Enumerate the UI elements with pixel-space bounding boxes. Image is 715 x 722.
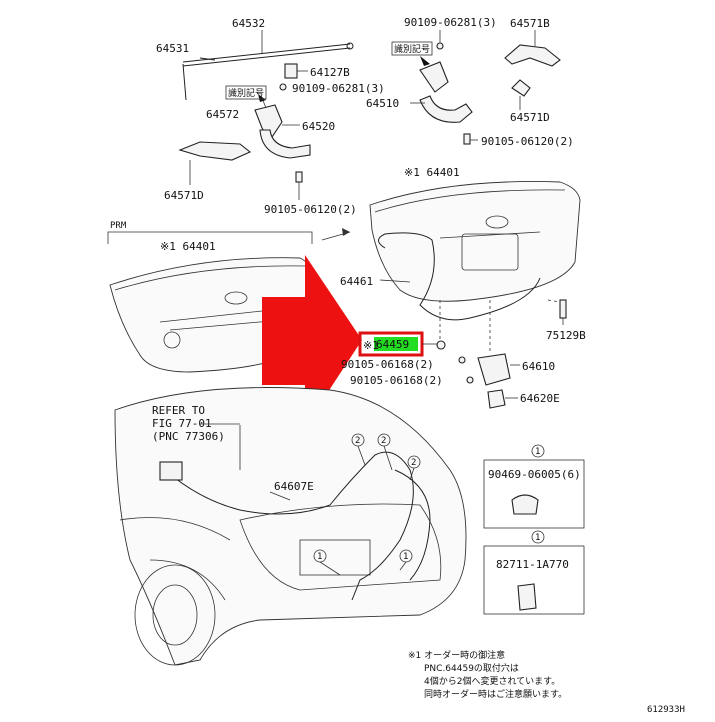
label-90105-lower-left: 90105-06120(2) bbox=[264, 203, 357, 216]
part-box-90469 bbox=[483, 444, 585, 529]
clip-90469-icon bbox=[511, 494, 539, 515]
label-90469: 90469-06005(6) bbox=[488, 468, 581, 481]
note-line3: 4個から2個へ変更されています。 bbox=[424, 675, 560, 687]
label-64401-left: ※1 64401 bbox=[160, 240, 216, 253]
rear-panel bbox=[299, 539, 371, 576]
bracket-64127B bbox=[284, 63, 298, 79]
label-64607E: 64607E bbox=[274, 480, 314, 493]
part-box-82711 bbox=[483, 530, 585, 615]
bolt-icon bbox=[466, 376, 474, 384]
bolt-icon bbox=[463, 133, 471, 145]
circle-label-1-box2: 1 bbox=[535, 533, 540, 543]
clip-75129B bbox=[559, 299, 567, 319]
hinge-64510 bbox=[419, 95, 473, 123]
label-82711: 82711-1A770 bbox=[496, 558, 569, 571]
wire-harness-64607E bbox=[164, 451, 414, 601]
connector-icon bbox=[159, 461, 183, 481]
label-refer-line2: FIG 77-01 bbox=[152, 417, 212, 430]
arrow-pointer-icon bbox=[420, 56, 430, 66]
circle-callout-1-box1 bbox=[531, 444, 545, 458]
trunk-lid-right bbox=[369, 181, 581, 409]
cushion-64571D-right bbox=[511, 79, 531, 97]
label-refer-line1: REFER TO bbox=[152, 404, 205, 417]
car-rear-body bbox=[114, 387, 467, 666]
label-64531: 64531 bbox=[156, 42, 189, 55]
label-64401-right: ※1 64401 bbox=[404, 166, 460, 179]
emblem-icon bbox=[485, 215, 509, 229]
hinge-assembly-left bbox=[178, 30, 354, 200]
arrow-icon bbox=[342, 228, 350, 236]
bolt-icon bbox=[279, 83, 287, 91]
label-64127B: 64127B bbox=[310, 66, 350, 79]
car-body bbox=[114, 387, 467, 666]
label-90105-06168-a: 90105-06168(2) bbox=[341, 358, 434, 371]
label-64459: 64459 bbox=[376, 338, 409, 351]
label-90109-right: 90109-06281(3) bbox=[404, 16, 497, 29]
circle-label-2-a: 2 bbox=[355, 436, 360, 446]
note-line1: ※1 オーダー時の御注意 bbox=[408, 649, 505, 661]
label-64571D-right: 64571D bbox=[510, 111, 550, 124]
label-90105-upper-right: 90105-06120(2) bbox=[481, 135, 574, 148]
bolt-icon bbox=[436, 42, 444, 50]
circle-label-1-a: 1 bbox=[317, 552, 322, 562]
prm-bracket bbox=[107, 231, 313, 244]
hinge-assembly-right bbox=[410, 30, 561, 145]
label-64571D-left: 64571D bbox=[164, 189, 204, 202]
box-82711 bbox=[483, 545, 585, 615]
clip-82711-icon bbox=[517, 583, 537, 611]
label-75129B: 75129B bbox=[546, 329, 586, 342]
label-prm: PRM bbox=[110, 221, 127, 231]
trunk-lid-left-prm bbox=[107, 228, 351, 373]
trunk-lid-64401 bbox=[369, 181, 581, 302]
label-64620E: 64620E bbox=[520, 392, 560, 405]
hinge-64572 bbox=[254, 104, 283, 141]
diagram-id: 612933H bbox=[647, 705, 685, 715]
bolt-icon bbox=[458, 356, 466, 364]
label-id-mark-left: 識別記号 bbox=[228, 87, 264, 99]
weatherstrip-64461 bbox=[378, 232, 541, 321]
label-64461: 64461 bbox=[340, 275, 373, 288]
circle-label-2-c: 2 bbox=[411, 458, 416, 468]
highlight-arrow-icon bbox=[262, 255, 362, 427]
hinge-64520 bbox=[259, 129, 311, 159]
wheel-icon bbox=[134, 564, 216, 666]
label-64532: 64532 bbox=[232, 17, 265, 30]
label-refer-line3: (PNC 77306) bbox=[152, 430, 225, 443]
torsion-bar-64531 bbox=[182, 43, 351, 67]
bolt-icon bbox=[295, 171, 303, 183]
lock-64610 bbox=[477, 353, 511, 386]
label-64520: 64520 bbox=[302, 120, 335, 133]
label-id-mark-right: 識別記号 bbox=[394, 43, 430, 55]
box-90469 bbox=[483, 459, 585, 529]
stopper-64459 bbox=[436, 340, 446, 350]
highlight-fill bbox=[374, 337, 418, 351]
label-64459-prefix: ※1 bbox=[363, 339, 379, 352]
circle-label-1-box1: 1 bbox=[535, 447, 540, 457]
label-90109-left: 90109-06281(3) bbox=[292, 82, 385, 95]
label-90105-06168-b: 90105-06168(2) bbox=[350, 374, 443, 387]
cushion-64571B bbox=[504, 44, 561, 67]
label-64610: 64610 bbox=[522, 360, 555, 373]
circle-label-2-b: 2 bbox=[381, 436, 386, 446]
note-line4: 同時オーダー時はご注意願います。 bbox=[424, 688, 567, 700]
license-plate-area bbox=[461, 233, 519, 271]
label-64572: 64572 bbox=[206, 108, 239, 121]
arrow-pointer-icon bbox=[258, 94, 266, 102]
circle-callout-1-box2 bbox=[531, 530, 545, 544]
hinge-bracket-right bbox=[419, 61, 449, 93]
emblem-icon bbox=[224, 291, 248, 305]
circle-label-1-b: 1 bbox=[403, 552, 408, 562]
label-64571B: 64571B bbox=[510, 17, 550, 30]
cushion-64571D-left bbox=[178, 141, 252, 161]
label-64510: 64510 bbox=[366, 97, 399, 110]
striker-64620E bbox=[487, 389, 506, 409]
note-line2: PNC.64459の取付穴は bbox=[424, 662, 519, 674]
